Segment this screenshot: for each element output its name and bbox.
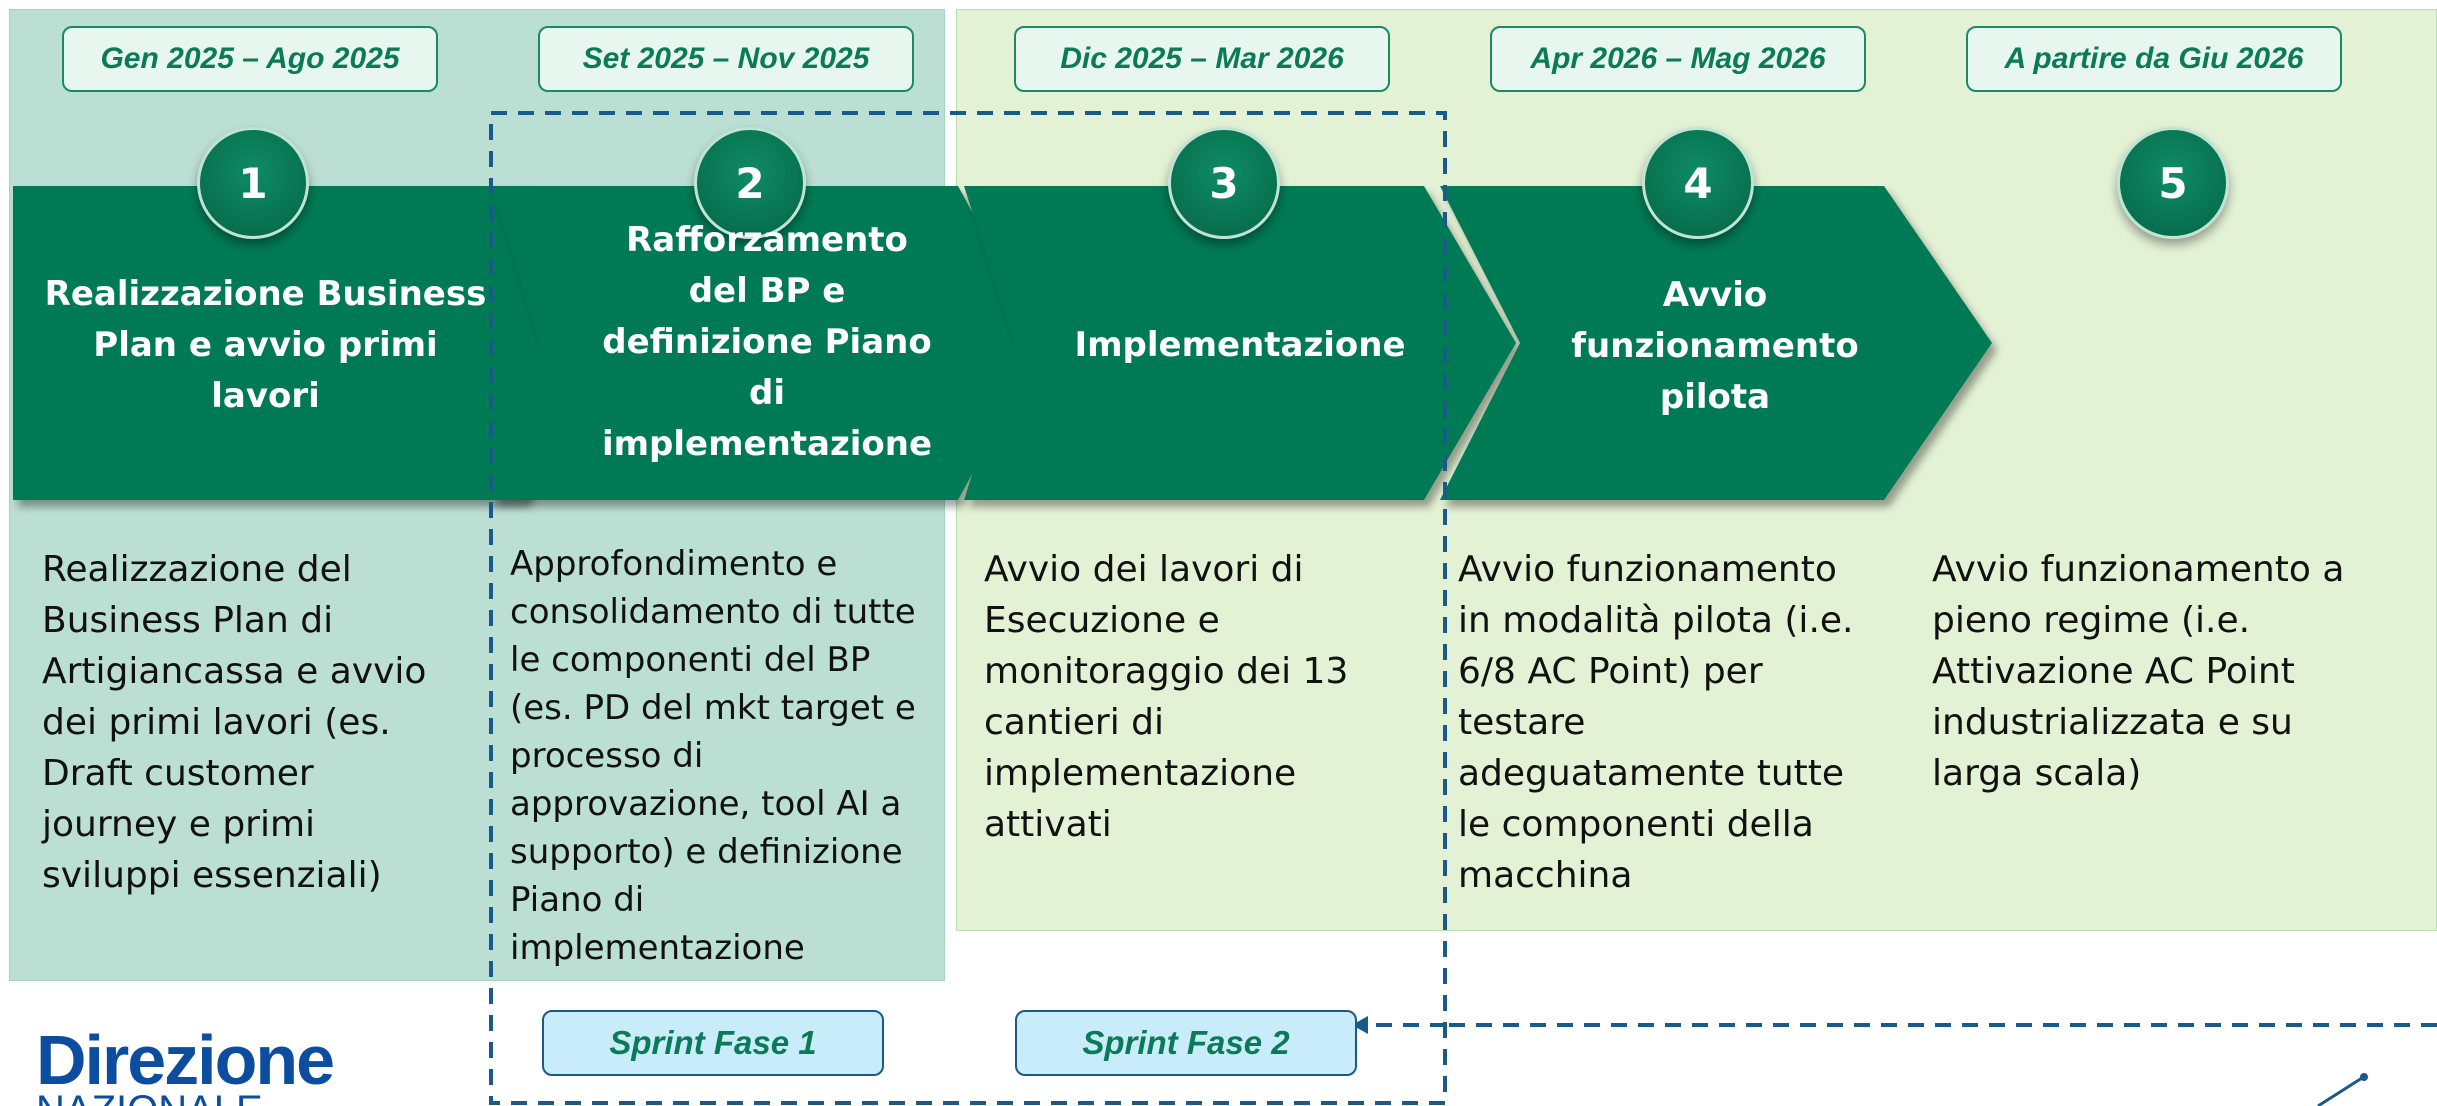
logo-direzione: Direzione	[36, 1021, 335, 1099]
phase-number-1: 1	[197, 127, 309, 239]
phase-title-3: Implementazione	[1074, 324, 1406, 365]
corner-decoration	[2317, 1076, 2363, 1106]
period-label-5: A partire da Giu 2026	[1966, 26, 2342, 92]
sprint-label-1: Sprint Fase 1	[542, 1010, 884, 1076]
period-label-2: Set 2025 – Nov 2025	[538, 26, 914, 92]
phase-title-4: Avvio funzionamento pilota	[1571, 274, 1859, 417]
phase-number-3: 3	[1168, 127, 1280, 239]
phase-number-4: 4	[1642, 127, 1754, 239]
phase-number-5: 5	[2117, 127, 2229, 239]
phase-description-4: Avvio funzionamento in modalità pilota (…	[1458, 549, 1854, 896]
period-label-1: Gen 2025 – Ago 2025	[62, 26, 438, 92]
phase-number-2: 2	[694, 127, 806, 239]
phase-title-2: Rafforzamento del BP e definizione Piano…	[601, 219, 933, 464]
phase-description-5: Avvio funzionamento a pieno regime (i.e.…	[1932, 549, 2345, 794]
phase-description-1: Realizzazione del Business Plan di Artig…	[42, 549, 427, 896]
phase-description-2: Approfondimento e consolidamento di tutt…	[510, 544, 916, 968]
phase-title-1: Realizzazione Business Plan e avvio prim…	[44, 273, 487, 416]
sprint-label-2: Sprint Fase 2	[1015, 1010, 1357, 1076]
period-label-3: Dic 2025 – Mar 2026	[1014, 26, 1390, 92]
phase-description-3: Avvio dei lavori di Esecuzione e monitor…	[984, 549, 1349, 845]
period-label-4: Apr 2026 – Mag 2026	[1490, 26, 1866, 92]
corner-dot	[2360, 1073, 2368, 1081]
logo-nazionale: NAZIONALE	[36, 1090, 336, 1106]
